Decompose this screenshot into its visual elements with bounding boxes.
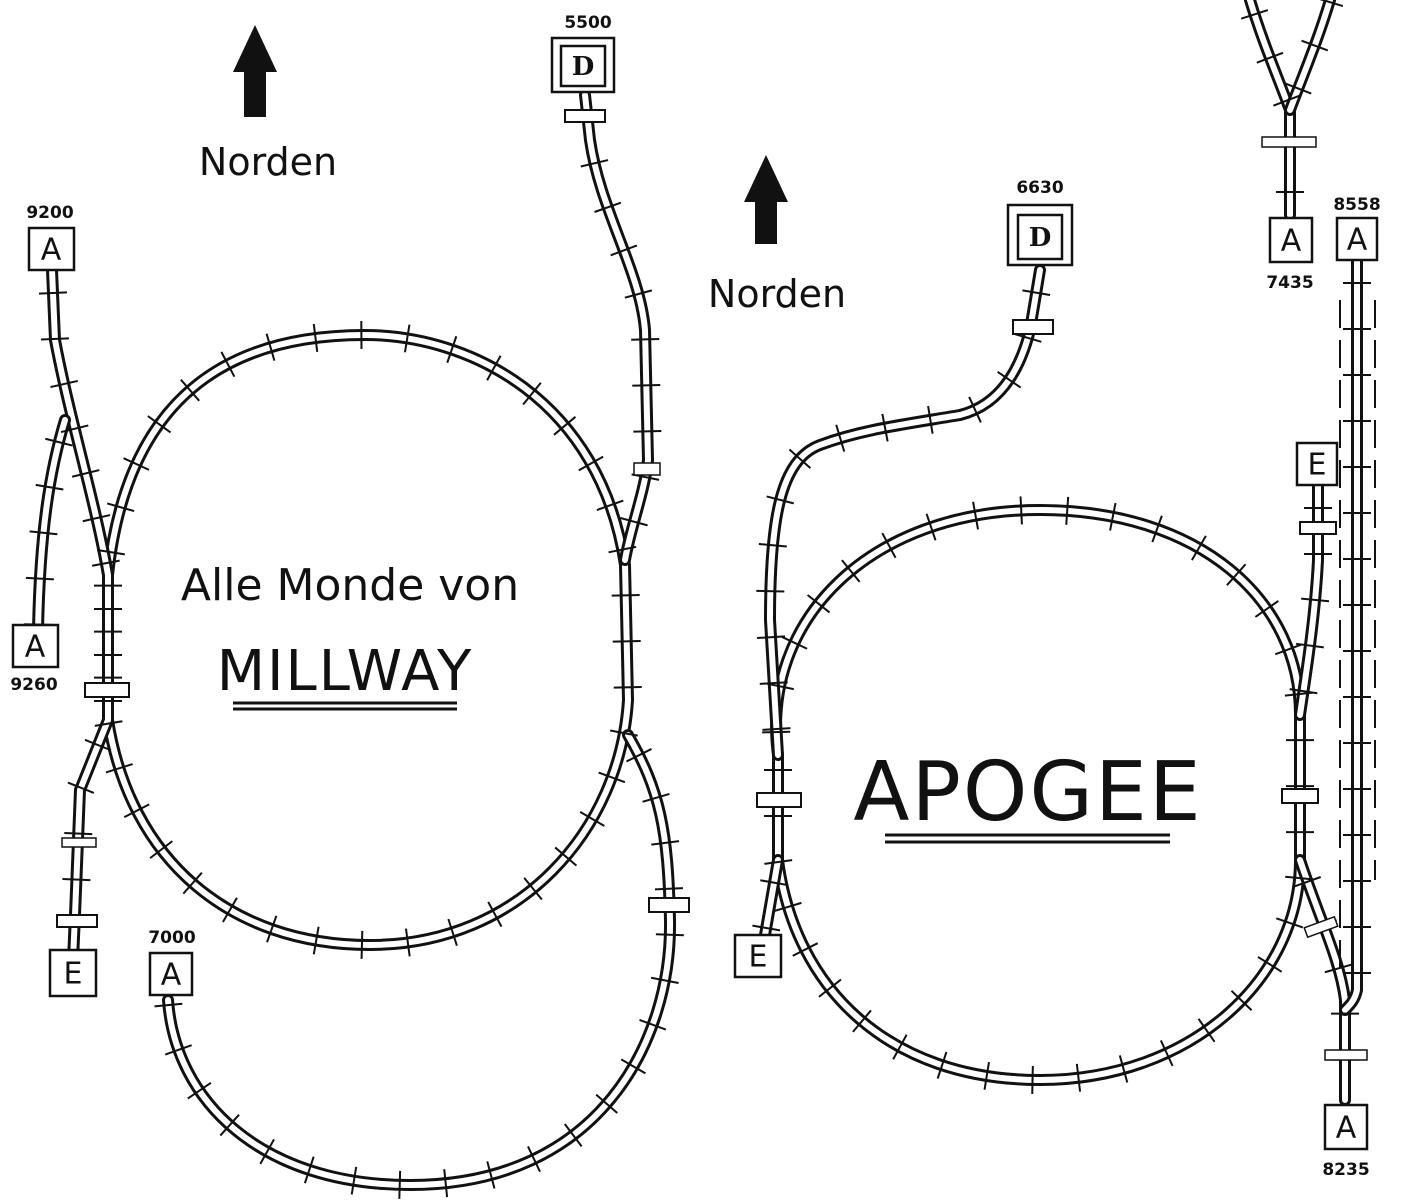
track-tie	[399, 1171, 400, 1199]
millway-north-spur	[52, 270, 108, 960]
station-e-apogee-east: E	[1297, 443, 1337, 485]
track-tie	[41, 338, 69, 339]
station-code: 7000	[148, 928, 195, 948]
apogee-southeast-spur	[1300, 860, 1345, 1100]
track-tie	[655, 888, 683, 889]
millway-name: MILLWAY	[217, 639, 474, 704]
track-tie	[62, 879, 90, 880]
track-tie	[39, 292, 67, 293]
coupler	[1013, 320, 1053, 334]
station-letter: D	[1029, 223, 1052, 253]
track-tie	[1032, 1066, 1033, 1094]
station-letter: E	[1308, 448, 1327, 483]
spring-coupler	[62, 838, 96, 847]
north-arrow-icon	[233, 25, 277, 117]
spring-coupler	[1262, 137, 1316, 147]
track-tie	[757, 636, 785, 638]
millway-heading: Alle Monde von	[181, 560, 519, 611]
station-code: 5500	[564, 13, 611, 33]
track-tie	[633, 431, 661, 432]
millway-west-branch	[38, 420, 65, 630]
apogee-east-mainline	[1345, 260, 1357, 1010]
track-tie	[614, 687, 642, 688]
coupler	[57, 915, 97, 927]
coupler	[757, 793, 801, 807]
station-letter: A	[161, 958, 182, 993]
apogee-north-spur	[1250, 0, 1290, 215]
apogee-name: APOGEE	[853, 745, 1202, 840]
coupler	[1300, 522, 1336, 534]
track-tie	[1021, 496, 1022, 524]
station-letter: D	[572, 52, 595, 82]
track-tie	[154, 1004, 182, 1007]
track-tie	[26, 578, 54, 580]
north-label: Norden	[708, 272, 846, 316]
rail	[1250, 0, 1290, 215]
station-letter: A	[1281, 224, 1302, 259]
track-tie	[631, 339, 659, 340]
rail-gap	[52, 270, 108, 960]
track-tie	[30, 531, 58, 534]
station-letter: A	[1347, 223, 1368, 258]
station-code: 8235	[1322, 1160, 1369, 1180]
station-code: 7435	[1266, 273, 1313, 293]
coupler	[649, 898, 689, 912]
station-a-7000: 7000 A	[148, 928, 195, 995]
north-arrow-icon	[744, 155, 788, 244]
coupler	[1282, 789, 1318, 803]
station-a-7435: A 7435	[1266, 218, 1313, 293]
station-code: 8558	[1333, 195, 1380, 215]
apogee-label: APOGEE	[853, 745, 1202, 842]
station-e-apogee-west: E	[735, 935, 781, 977]
north-arrow-left: Norden	[199, 25, 337, 184]
track-tie	[762, 732, 790, 733]
track-tie	[762, 728, 790, 730]
station-code: 9260	[10, 675, 57, 695]
track-tie	[64, 833, 92, 834]
station-letter: A	[1336, 1111, 1357, 1146]
coupler	[85, 683, 129, 697]
track-tie	[612, 595, 640, 596]
apogee-tracks	[765, 0, 1357, 1100]
track-tie	[632, 385, 660, 386]
track-tie	[1301, 599, 1329, 602]
station-code: 9200	[26, 203, 73, 223]
track-tie	[759, 544, 787, 547]
station-a-8558: 8558 A	[1333, 195, 1380, 260]
spring-coupler	[1325, 1050, 1367, 1060]
track-tie	[656, 934, 684, 935]
coupler	[565, 110, 605, 122]
station-a-9200: 9200 A	[26, 203, 74, 270]
track-tie	[613, 641, 641, 642]
station-d-6630: 6630 D	[1008, 178, 1072, 265]
track-tie	[1066, 497, 1068, 525]
station-letter: A	[25, 630, 46, 665]
track-tie	[756, 591, 784, 592]
track-tie	[362, 931, 363, 959]
station-d-5500: 5500 D	[552, 13, 614, 92]
station-a-8235: A 8235	[1322, 1105, 1369, 1180]
north-arrow-right: Norden	[708, 155, 846, 316]
millway-d-branch	[585, 95, 648, 560]
station-letter: A	[41, 233, 62, 268]
track-tie	[444, 1169, 447, 1197]
station-e-millway: E	[50, 950, 96, 996]
station-code: 6630	[1016, 178, 1063, 198]
station-letter: E	[64, 957, 83, 992]
station-a-9260: A 9260	[10, 625, 58, 695]
north-label: Norden	[199, 140, 337, 184]
apogee-west-e-branch	[765, 860, 778, 935]
spring-coupler	[634, 463, 660, 475]
millway-label: Alle Monde von MILLWAY	[181, 560, 519, 709]
station-letter: E	[749, 940, 768, 975]
